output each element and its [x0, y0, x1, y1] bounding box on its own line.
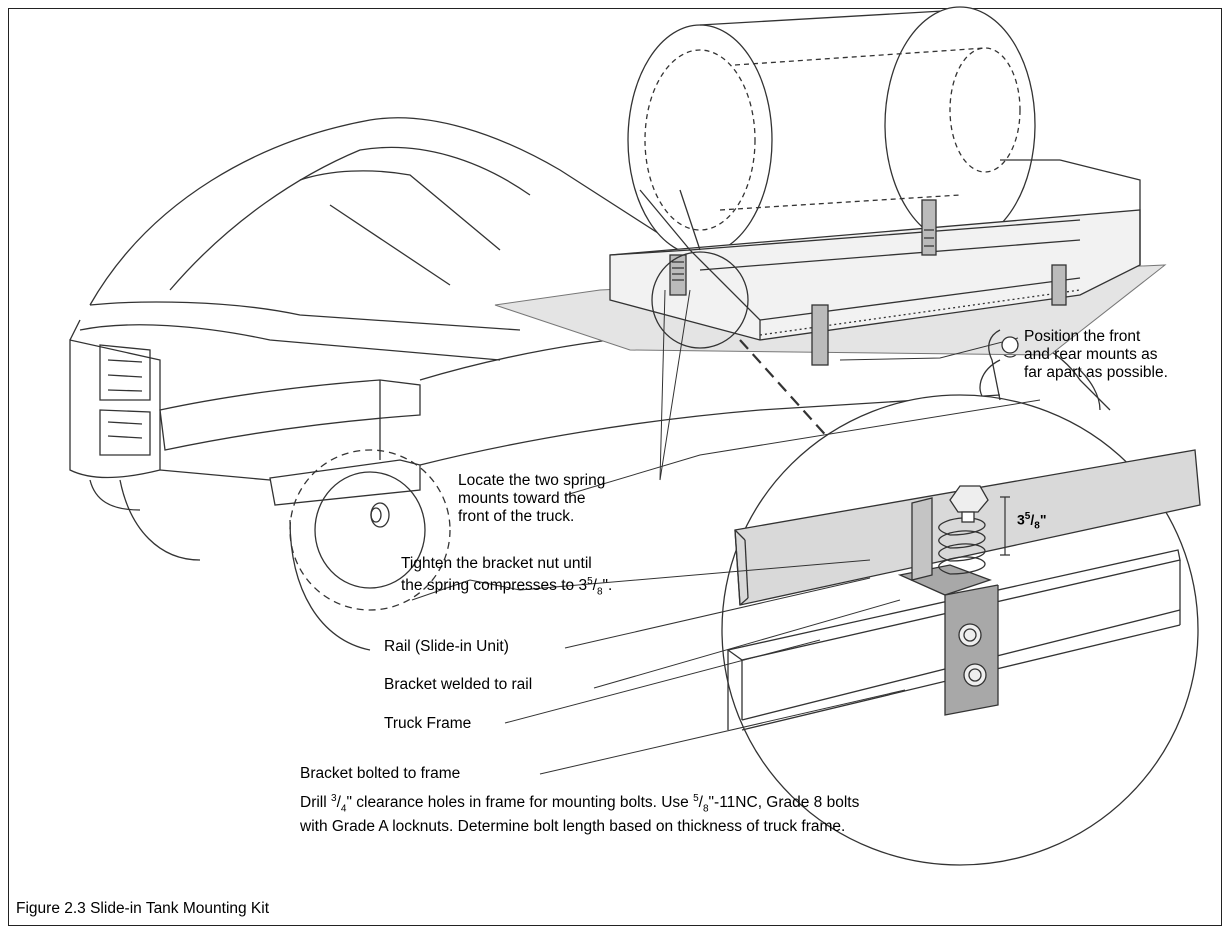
spring-dimension-label: 35/8" [1017, 511, 1047, 532]
callout-bracket-welded: Bracket welded to rail [384, 676, 533, 693]
figure-caption: Figure 2.3 Slide-in Tank Mounting Kit [16, 900, 270, 917]
leader-lines [411, 289, 1041, 775]
callout-position-mounts-line2: and rear mounts as [1024, 346, 1158, 363]
callout-drill-note: Drill 3/4" clearance holes in frame for … [300, 790, 859, 836]
drill-note-line1: Drill 3/4" clearance holes in frame for … [300, 793, 860, 815]
callout-tighten-nut-line2: the spring compresses to 35/8". [401, 576, 613, 598]
tank-cylinder [627, 6, 1036, 256]
callout-position-mounts-line1: Position the front [1024, 328, 1141, 345]
callout-rail: Rail (Slide-in Unit) [384, 638, 509, 655]
truck-illustration [69, 117, 1111, 651]
callout-locate-mounts-line2: mounts toward the [458, 490, 586, 507]
callout-tighten-nut-line1: Tighten the bracket nut until [401, 555, 592, 572]
detail-circle-small [651, 251, 749, 349]
drill-note-line2: with Grade A locknuts. Determine bolt le… [300, 818, 846, 836]
detail-enlargement [721, 394, 1201, 866]
callout-tighten-nut: Tighten the bracket nut until the spring… [401, 555, 612, 601]
callout-locate-mounts-line3: front of the truck. [458, 508, 575, 525]
callout-bracket-bolted: Bracket bolted to frame [300, 765, 461, 782]
slide-in-frame [609, 159, 1141, 366]
callout-locate-mounts: Locate the two spring mounts toward the … [458, 472, 605, 526]
callout-position-mounts-line3: far apart as possible. [1024, 364, 1168, 381]
callout-locate-mounts-line1: Locate the two spring [458, 472, 606, 489]
callout-position-mounts: Position the front and rear mounts as fa… [1024, 328, 1168, 382]
callout-truck-frame: Truck Frame [384, 715, 472, 732]
